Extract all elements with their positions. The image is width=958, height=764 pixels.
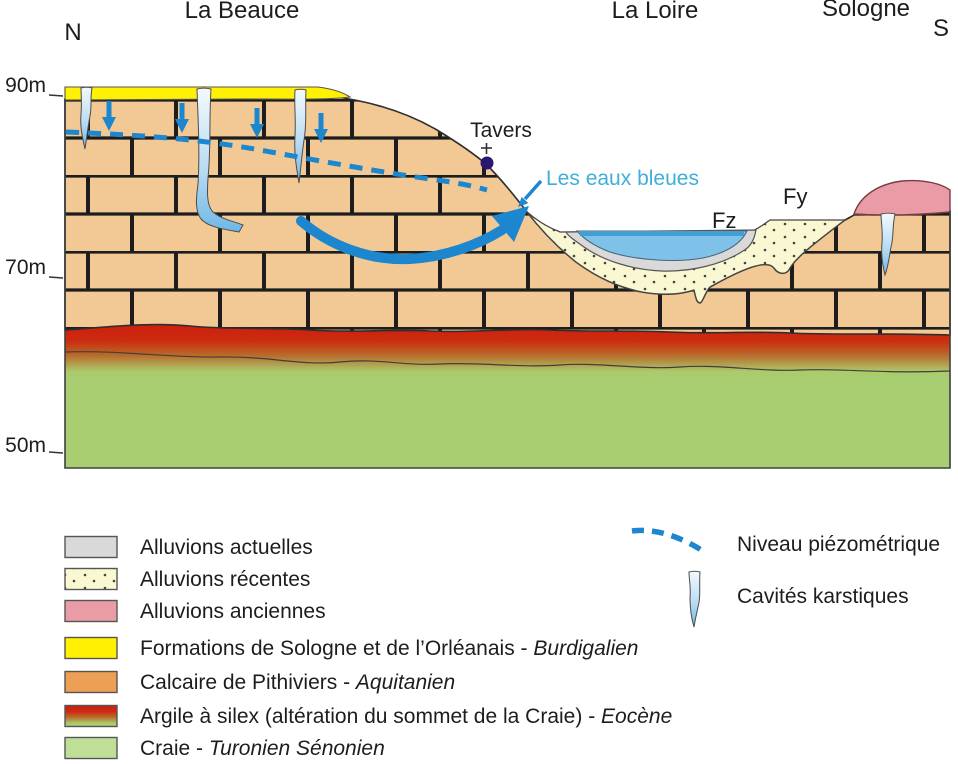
legend-label-alluvions-anciennes: Alluvions anciennes bbox=[140, 600, 326, 623]
piezometric-line-icon bbox=[631, 527, 708, 556]
legend-label-formations-sologne: Formations de Sologne et de l’Orléanais … bbox=[140, 637, 638, 660]
spring-label: Les eaux bleues bbox=[546, 167, 699, 190]
legend-swatch-alluvions-recentes bbox=[64, 567, 118, 591]
infiltration-arrow bbox=[175, 103, 189, 133]
legend-swatch-formations-sologne bbox=[64, 636, 118, 660]
fy-label: Fy bbox=[783, 184, 807, 209]
ancient-alluvium bbox=[853, 179, 951, 216]
section-frame bbox=[64, 99, 951, 469]
legend-swatch-alluvions-anciennes bbox=[64, 599, 118, 623]
karst-cavity-icon bbox=[688, 570, 701, 628]
region-label-la-beauce: La Beauce bbox=[185, 0, 300, 24]
infiltration-arrow bbox=[250, 108, 264, 138]
legend-swatch-craie bbox=[64, 736, 118, 760]
compass-south-label: S bbox=[933, 15, 949, 42]
tavers-label: Tavers bbox=[470, 119, 532, 142]
fz-label: Fz bbox=[712, 208, 736, 233]
infiltration-arrow bbox=[102, 101, 116, 131]
compass-north-label: N bbox=[64, 19, 81, 46]
karst-cavity bbox=[195, 87, 244, 233]
karst-cavity bbox=[80, 86, 93, 150]
chalk-layer bbox=[65, 351, 950, 468]
infiltration-arrow bbox=[314, 113, 328, 143]
karst-cavities bbox=[80, 86, 896, 277]
groundwater-flow-arrow bbox=[296, 206, 529, 265]
loire-river-water bbox=[575, 230, 748, 261]
region-label-la-loire: La Loire bbox=[612, 0, 699, 24]
legend-symbols: Niveau piézométrique Cavités karstiques bbox=[631, 527, 940, 628]
tavers-marker bbox=[480, 143, 494, 170]
legend-swatch-calcaire-pithiviers bbox=[64, 670, 118, 694]
legend-label-craie: Craie - Turonien Sénonien bbox=[140, 737, 385, 760]
chalk-top-boundary bbox=[64, 351, 951, 373]
legend-swatch-alluvions-actuelles bbox=[64, 535, 118, 559]
elevation-label-50m: 50m bbox=[5, 434, 46, 457]
elevation-tick bbox=[48, 94, 64, 97]
region-label-sologne: Sologne bbox=[822, 0, 910, 22]
legend-label-argile-silex: Argile à silex (altération du sommet de … bbox=[140, 705, 672, 728]
legend-label-calcaire-pithiviers: Calcaire de Pithiviers - Aquitanien bbox=[140, 671, 455, 694]
legend-label-alluvions-recentes: Alluvions récentes bbox=[140, 568, 310, 591]
karst-cavity bbox=[880, 212, 896, 277]
elevation-tick bbox=[48, 276, 64, 279]
legend-swatch-argile-silex bbox=[64, 704, 118, 728]
clay-flint-layer bbox=[65, 324, 950, 380]
elevation-label-70m: 70m bbox=[5, 256, 46, 279]
elevation-tick bbox=[48, 451, 64, 454]
legend-label-karst: Cavités karstiques bbox=[737, 585, 909, 608]
infiltration-arrows bbox=[102, 101, 328, 143]
legend-label-piezometric: Niveau piézométrique bbox=[737, 533, 940, 556]
elevation-ticks bbox=[48, 94, 64, 454]
karst-cavity bbox=[294, 88, 307, 184]
piezometric-line bbox=[65, 129, 488, 193]
elevation-label-90m: 90m bbox=[5, 74, 46, 97]
spring-pointer-arrow bbox=[518, 179, 543, 207]
legend: Alluvions actuelles Alluvions récentes A… bbox=[64, 535, 672, 760]
legend-label-alluvions-actuelles: Alluvions actuelles bbox=[140, 536, 313, 559]
